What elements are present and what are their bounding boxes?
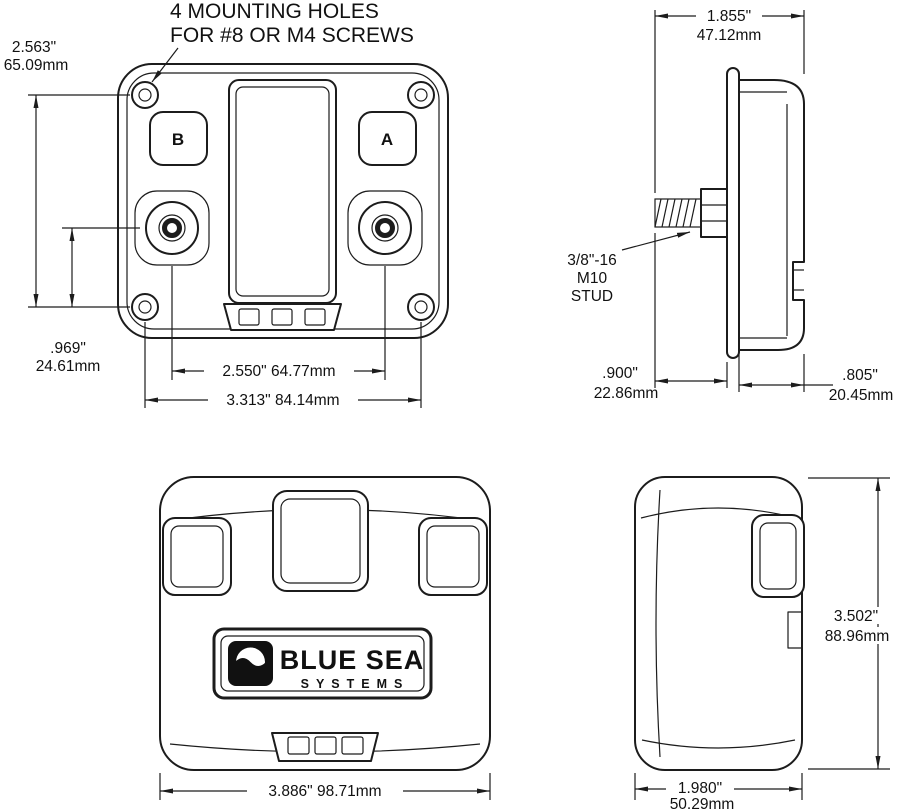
cover-side-clip: [751, 514, 805, 598]
cover-bottom-tabs: [271, 732, 379, 762]
dim-offset-in: .969": [50, 340, 86, 357]
dim-height-in: 2.563": [12, 39, 56, 56]
cover-clip-right: [418, 517, 488, 596]
dim-cover-depth-in: 1.980": [678, 780, 722, 797]
note-line2: FOR #8 OR M4 SCREWS: [170, 24, 414, 47]
dim-cover-depth: 1.980" 50.29mm: [634, 773, 803, 811]
mounting-hole-bottom-left: [131, 293, 159, 321]
button-a: A: [358, 111, 417, 166]
dim-side-stud-depth: .900" 22.86mm: [594, 233, 728, 402]
dim-front-stud-spacing: 2.550" 64.77mm: [171, 266, 386, 380]
dim-side-body-depth: .805" 20.45mm: [738, 354, 894, 404]
mounting-hole-top-left: [131, 81, 159, 109]
dim-cover-height-mm: 88.96mm: [825, 628, 890, 645]
dim-stud-spacing: 2.550" 64.77mm: [222, 363, 335, 380]
stud-callout: 3/8"-16 M10 STUD: [567, 231, 691, 305]
dim-back-in: .805": [842, 367, 878, 384]
dim-front-hole-height: 2.563" 65.09mm: [4, 39, 130, 308]
center-label-panel: [228, 79, 337, 304]
dim-height-mm: 65.09mm: [4, 57, 69, 74]
cover-center-block: [272, 490, 369, 592]
button-b-label: B: [172, 130, 184, 149]
terminal-b: [134, 190, 210, 266]
brand-subtitle: SYSTEMS: [301, 677, 410, 691]
blue-sea-logo-icon: [228, 641, 273, 686]
side-view: 3/8"-16 M10 STUD 1.855" 47.12mm .900" 22…: [567, 7, 893, 404]
dim-depth-mm: 47.12mm: [697, 27, 762, 44]
button-a-label: A: [381, 130, 393, 149]
dim-front-terminal-offset: .969" 24.61mm: [36, 227, 140, 375]
dim-cover-width: 3.886" 98.71mm: [159, 773, 491, 800]
front-view: B A 4 MOUNTING HOLES FOR #8 OR M4: [4, 0, 449, 409]
cover-front-view: BLUE SEA SYSTEMS 3.886" 98.71mm: [159, 476, 491, 800]
dim-front-in: .900": [602, 365, 638, 382]
dim-front-width: 3.313" 84.14mm: [226, 392, 339, 409]
mounting-hole-top-right: [407, 81, 435, 109]
terminal-a: [347, 190, 423, 266]
mounting-hole-bottom-right: [407, 293, 435, 321]
dim-cover-width: 3.886" 98.71mm: [268, 783, 381, 800]
terminal-stud: [654, 188, 728, 238]
stud-label-line2: M10: [577, 270, 608, 287]
stud-nut: [700, 188, 728, 238]
brand-plate: BLUE SEA SYSTEMS: [212, 627, 433, 700]
dim-cover-height-in: 3.502": [834, 608, 878, 625]
stud-label-line1: 3/8"-16: [567, 252, 616, 269]
button-b: B: [149, 111, 208, 166]
dim-side-total-depth: 1.855" 47.12mm: [654, 7, 805, 193]
note-line1: 4 MOUNTING HOLES: [170, 0, 379, 23]
side-front-panel: [726, 67, 740, 359]
dim-front-width: 3.313" 84.14mm: [144, 322, 422, 409]
dim-cover-depth-mm: 50.29mm: [670, 796, 735, 811]
dim-offset-mm: 24.61mm: [36, 358, 101, 375]
dim-depth-in: 1.855": [707, 8, 751, 25]
dim-front-mm: 22.86mm: [594, 385, 659, 402]
side-body: [726, 67, 805, 359]
bottom-connector: [223, 303, 342, 331]
stud-label-line3: STUD: [571, 288, 613, 305]
cover-side-view: 3.502" 88.96mm 1.980" 50.29mm: [634, 476, 896, 811]
dim-cover-height: 3.502" 88.96mm: [808, 477, 896, 770]
brand-title: BLUE SEA: [280, 645, 425, 675]
mounting-holes-note: 4 MOUNTING HOLES FOR #8 OR M4 SCREWS: [151, 0, 414, 83]
cover-clip-left: [162, 517, 232, 596]
note-leader-line: [151, 47, 179, 83]
dim-back-mm: 20.45mm: [829, 387, 894, 404]
cover-side-body: [634, 476, 803, 771]
stud-leader-line: [621, 231, 691, 251]
